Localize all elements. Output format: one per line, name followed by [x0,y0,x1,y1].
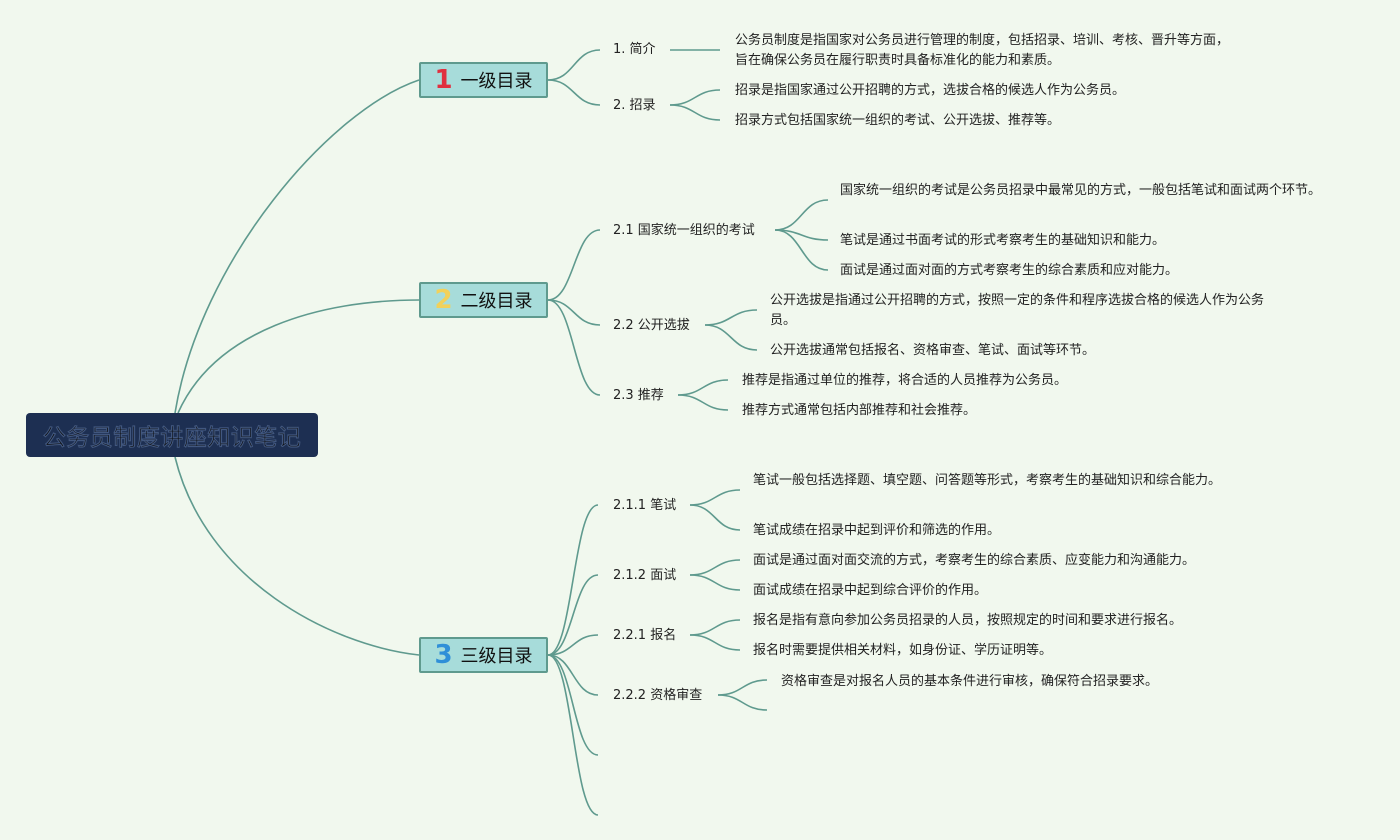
connector-branch1-intro [547,49,601,81]
topic-open-selection[interactable]: 2.2 公开选拔 [613,318,690,333]
note-interview-format[interactable]: 面试是通过面对面交流的方式，考察考生的综合素质、应变能力和沟通能力。 [753,553,1196,568]
connector-review-note-1 [717,679,768,696]
connector-branch3-empty-2 [547,654,599,816]
note-written-definition[interactable]: 笔试是通过书面考试的形式考察考生的基础知识和能力。 [840,233,1166,248]
note-qualification-review[interactable]: 资格审查是对报名人员的基本条件进行审核，确保符合招录要求。 [781,674,1159,689]
note-written-format[interactable]: 笔试一般包括选择题、填空题、问答题等形式，考察考生的基础知识和综合能力。 [753,473,1222,488]
note-intro-definition[interactable]: 公务员制度是指国家对公务员进行管理的制度，包括招录、培训、考核、晋升等方面，旨在… [735,33,1230,68]
note-registration-materials[interactable]: 报名时需要提供相关材料，如身份证、学历证明等。 [753,643,1053,658]
topic-registration[interactable]: 2.2.1 报名 [613,628,677,643]
branch-level-2[interactable]: 2 二级目录 [419,282,548,318]
connector-branch3-registration [547,634,599,656]
note-recommendation-definition[interactable]: 推荐是指通过单位的推荐，将合适的人员推荐为公务员。 [742,373,1068,388]
note-registration-definition[interactable]: 报名是指有意向参加公务员招录的人员，按照规定的时间和要求进行报名。 [753,613,1183,628]
topic-interview[interactable]: 2.1.2 面试 [613,568,677,583]
connector-branch3-empty-1 [547,654,599,756]
connector-branch3-interview [547,574,599,656]
topic-qualification-review[interactable]: 2.2.2 资格审查 [613,688,703,703]
topic-recommendation[interactable]: 2.3 推荐 [613,388,664,403]
connector-registration-note-2 [689,634,741,651]
connector-interview-note-1 [689,559,741,576]
note-national-exam[interactable]: 国家统一组织的考试是公务员招录中最常见的方式，一般包括笔试和面试两个环节。 [840,183,1322,198]
connector-root-branch-3 [174,456,420,656]
note-interview-score[interactable]: 面试成绩在招录中起到综合评价的作用。 [753,583,988,598]
connector-registration-note-1 [689,619,741,636]
note-open-selection-definition[interactable]: 公开选拔是指通过公开招聘的方式，按照一定的条件和程序选拔合格的候选人作为公务员。 [770,293,1265,328]
branch-label: 二级目录 [460,291,533,312]
topic-recruitment[interactable]: 2. 招录 [613,98,656,113]
connector-interview-note-2 [689,574,741,591]
number-3-icon: 3 [434,640,453,670]
connector-branch2-recommend [547,299,601,396]
branch-level-3[interactable]: 3 三级目录 [419,637,548,673]
topic-intro[interactable]: 1. 简介 [613,42,656,57]
connector-recommend-note-2 [677,394,729,411]
topic-national-exam[interactable]: 2.1 国家统一组织的考试 [613,223,755,238]
topic-written-exam[interactable]: 2.1.1 笔试 [613,498,677,513]
number-1-icon: 1 [434,65,453,95]
branch-label: 一级目录 [460,71,533,92]
connector-recruitment-note-2 [669,104,721,121]
root-topic-label: 公务员制度讲座知识笔记 [42,425,302,451]
connector-written-note-2 [689,504,741,531]
connector-branch3-written [547,504,599,656]
connector-exam-note-1 [774,199,829,231]
connector-review-note-2 [717,694,768,711]
connector-recruitment-note-1 [669,89,721,106]
connector-selection-note-1 [704,309,758,326]
note-interview-definition[interactable]: 面试是通过面对面的方式考察考生的综合素质和应对能力。 [840,263,1179,278]
note-written-score[interactable]: 笔试成绩在招录中起到评价和筛选的作用。 [753,523,1001,538]
connector-branch1-recruitment [547,79,601,106]
connector-exam-note-3 [774,229,829,271]
note-recruitment-methods[interactable]: 招录方式包括国家统一组织的考试、公开选拔、推荐等。 [735,113,1061,128]
note-open-selection-steps[interactable]: 公开选拔通常包括报名、资格审查、笔试、面试等环节。 [770,343,1096,358]
connector-recommend-note-1 [677,379,729,396]
connector-selection-note-2 [704,324,758,351]
number-2-icon: 2 [434,285,453,315]
note-recommendation-types[interactable]: 推荐方式通常包括内部推荐和社会推荐。 [742,403,977,418]
branch-level-1[interactable]: 1 一级目录 [419,62,548,98]
connector-branch2-selection [547,299,601,326]
root-topic[interactable]: 公务员制度讲座知识笔记 [26,413,318,457]
connector-written-note-1 [689,489,741,506]
connector-branch3-review [547,654,599,696]
branch-label: 三级目录 [460,646,533,667]
connector-branch2-exam [547,229,601,301]
connector-root-branch-2 [177,299,420,414]
note-recruitment-definition[interactable]: 招录是指国家通过公开招聘的方式，选拔合格的候选人作为公务员。 [735,83,1126,98]
connector-root-branch-1 [174,79,420,414]
